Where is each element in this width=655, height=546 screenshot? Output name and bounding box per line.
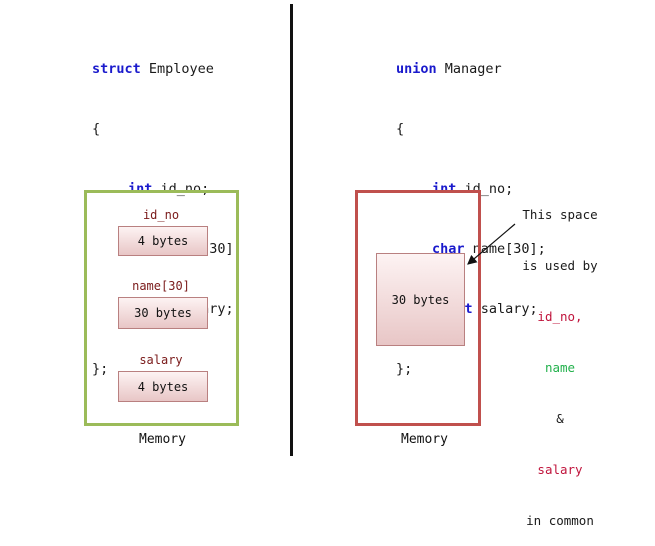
member-type: int (432, 181, 457, 197)
union-name: Manager (436, 61, 502, 77)
note-line-2: is used by (522, 258, 598, 273)
field-label-salary: salary (139, 353, 183, 367)
union-keyword: union (396, 61, 437, 77)
field-size: 4 bytes (137, 379, 189, 394)
member-type: int (128, 181, 153, 197)
field-box-salary: 4 bytes (118, 371, 208, 402)
union-close-brace: }; (396, 361, 413, 377)
field-label-name: name[30] (132, 279, 190, 293)
note-tail: in common (526, 513, 594, 528)
shared-space-note: This space is used by id_no, name & sala… (505, 172, 615, 546)
field-size: 30 bytes (134, 306, 192, 320)
union-memory-box (355, 190, 481, 426)
field-box-id-no: 4 bytes (118, 226, 208, 256)
field-size: 4 bytes (137, 234, 189, 248)
struct-open-brace: { (92, 121, 101, 137)
note-id-no: id_no, (537, 309, 583, 324)
union-shared-box: 30 bytes (376, 253, 465, 346)
center-divider (290, 4, 293, 456)
struct-memory-box (84, 190, 239, 426)
member-decl: salary; (472, 301, 538, 317)
struct-name: Employee (140, 61, 214, 77)
note-ampersand: & (556, 411, 564, 426)
member-decl: id_no; (152, 181, 210, 197)
note-name: name (544, 360, 576, 375)
struct-memory-caption: Memory (139, 432, 186, 447)
pointer-arrow (467, 223, 516, 265)
field-box-name: 30 bytes (118, 297, 208, 329)
member-decl: id_no; (456, 181, 514, 197)
note-line-1: This space (522, 207, 598, 222)
union-memory-caption: Memory (401, 432, 448, 447)
union-open-brace: { (396, 121, 405, 137)
field-label-id-no: id_no (142, 208, 180, 222)
struct-keyword: struct (92, 61, 141, 77)
note-salary: salary (537, 462, 583, 477)
struct-close-brace: }; (92, 361, 109, 377)
union-size: 30 bytes (391, 292, 450, 307)
